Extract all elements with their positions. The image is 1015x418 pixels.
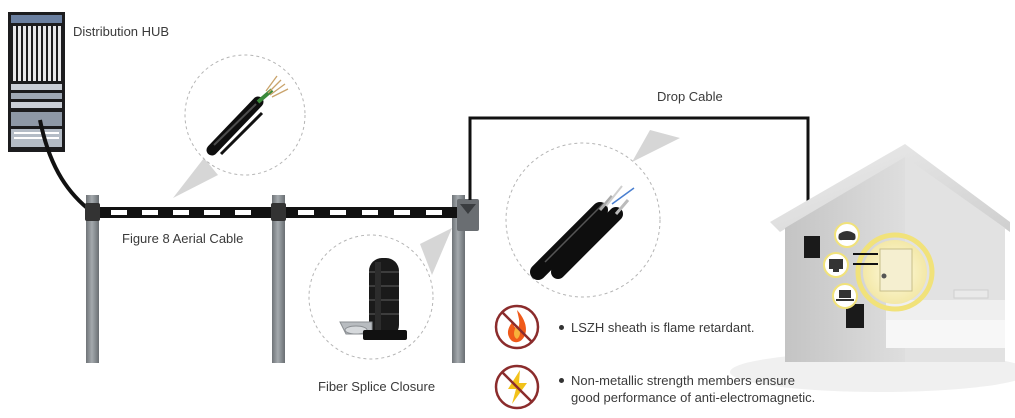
callout-splice-closure: [308, 228, 452, 360]
feature-flame-retardant: LSZH sheath is flame retardant.: [559, 319, 755, 336]
feature-anti-electromagnetic: Non-metallic strength members ensure goo…: [559, 372, 815, 406]
terminal-box-icon: [853, 232, 935, 312]
laptop-icon: [832, 283, 858, 309]
figure8-aerial-cable: [85, 203, 466, 221]
pole-2: [272, 195, 285, 363]
pole-3: [452, 195, 465, 363]
lightning-icon: [494, 364, 540, 410]
desktop-icon: [823, 252, 849, 278]
fiber-splice-closure-label: Fiber Splice Closure: [318, 379, 436, 394]
feature-strength-text-1: Non-metallic strength members ensure: [571, 373, 795, 388]
flame-icon: [494, 304, 540, 350]
drop-cable-label: Drop Cable: [657, 89, 723, 104]
callout-figure8-cable: [173, 54, 306, 198]
feature-strength-text-2: good performance of anti-electromagnetic…: [571, 390, 816, 405]
gamepad-icon: [834, 222, 860, 248]
pole-1: [86, 195, 99, 363]
figure8-aerial-cable-label: Figure 8 Aerial Cable: [122, 231, 244, 246]
callout-drop-cable: [505, 130, 680, 298]
splice-closure-box: [457, 199, 479, 231]
distribution-hub-label: Distribution HUB: [73, 24, 170, 39]
distribution-hub-rack-icon: [8, 12, 65, 152]
feature-flame-text: LSZH sheath is flame retardant.: [571, 320, 755, 335]
